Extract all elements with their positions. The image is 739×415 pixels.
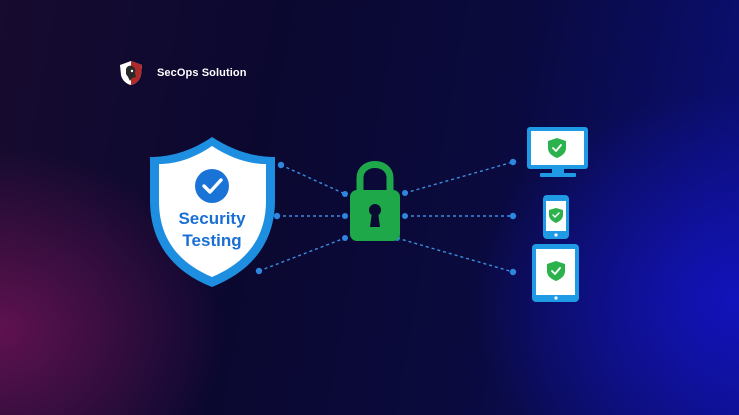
connector-dot bbox=[342, 191, 348, 197]
phone-device bbox=[543, 195, 569, 239]
shield-logo-icon bbox=[120, 61, 142, 85]
connectors-right bbox=[394, 158, 517, 276]
check-shield-icon bbox=[548, 138, 566, 158]
brand-name: SecOps Solution bbox=[157, 67, 247, 79]
padlock-icon bbox=[350, 161, 400, 241]
connector-dot bbox=[255, 267, 263, 275]
connector-dot bbox=[509, 212, 517, 220]
connector-line bbox=[280, 164, 346, 195]
check-circle-icon bbox=[195, 169, 229, 203]
connector-dot bbox=[402, 213, 408, 219]
connector-dot bbox=[509, 158, 517, 166]
connector-line bbox=[396, 237, 514, 273]
tablet-device bbox=[532, 244, 579, 302]
shield-title-line2: Testing bbox=[182, 231, 241, 250]
connector-dot bbox=[342, 213, 348, 219]
connector-dot bbox=[402, 190, 408, 196]
check-shield-icon bbox=[547, 261, 565, 281]
shield-title-line1: Security bbox=[178, 209, 246, 228]
monitor-device bbox=[527, 127, 588, 177]
connector-line bbox=[404, 161, 514, 194]
connector-dot bbox=[509, 268, 517, 276]
connector-dot bbox=[342, 235, 348, 241]
connector-line bbox=[258, 237, 346, 272]
connector-dot bbox=[277, 161, 285, 169]
check-shield-icon bbox=[549, 208, 563, 223]
brand: SecOps Solution bbox=[118, 60, 247, 86]
connectors-left bbox=[255, 161, 348, 275]
connector-dot bbox=[273, 212, 281, 220]
security-testing-shield: Security Testing bbox=[150, 137, 275, 287]
